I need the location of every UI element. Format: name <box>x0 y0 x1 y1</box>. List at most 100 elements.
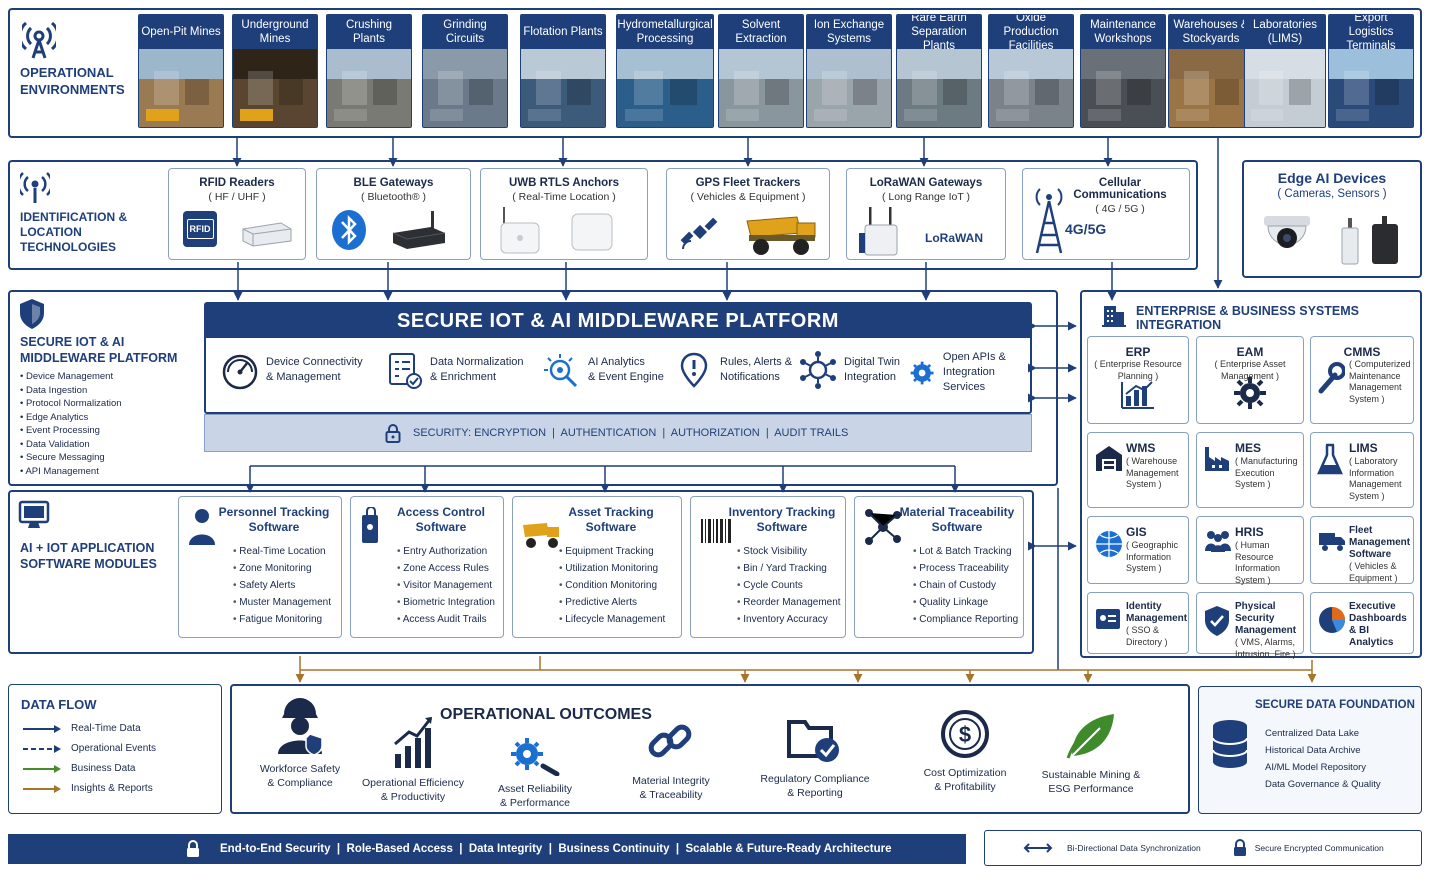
module-bullet: Cycle Counts <box>737 577 841 594</box>
enterprise-system-box: CMMS ( Computerized Maintenance Manageme… <box>1310 336 1414 424</box>
foundation-title: SECURE DATA FOUNDATION <box>1255 699 1415 711</box>
outcome-line1: Sustainable Mining & <box>1041 769 1141 781</box>
modules-title: AI + IOT APPLICATION SOFTWARE MODULES <box>20 541 157 571</box>
environment-tile: Export Logistics Terminals <box>1328 14 1414 128</box>
dome-camera-icon <box>1264 216 1310 248</box>
enterprise-system-box: Physical Security Management ( VMS, Alar… <box>1196 592 1304 659</box>
data-foundation-panel: SECURE DATA FOUNDATION Centralized Data … <box>1198 686 1422 814</box>
environment-photo <box>139 49 223 127</box>
outcome-item: Operational Efficiency & Productivity <box>358 714 468 804</box>
outcome-line1: Regulatory Compliance <box>760 773 870 785</box>
module-bullets: Real-Time LocationZone MonitoringSafety … <box>233 543 331 628</box>
enterprise-system-title: Fleet Management Software <box>1349 525 1411 560</box>
footer-legend: Bi-Directional Data Synchronization Secu… <box>984 830 1422 866</box>
feature-line1: Data Normalization <box>430 356 524 368</box>
module-bullets: Lot & Batch TrackingProcess Traceability… <box>913 543 1018 628</box>
middleware-side-bullets: Device Management Data Ingestion Protoco… <box>20 370 122 479</box>
ble-gateways-sub: ( Bluetooth® ) <box>361 191 426 203</box>
enterprise-system-box: GIS ( Geographic Information System ) <box>1087 516 1189 584</box>
data-flow-legend-item: Business Data <box>21 763 135 774</box>
alert-pin-icon <box>680 352 708 388</box>
module-bullet: Utilization Monitoring <box>559 560 665 577</box>
module-bullet: Predictive Alerts <box>559 594 665 611</box>
module-title: Asset Tracking Software <box>513 505 681 535</box>
enterprise-system-box: Fleet Management Software ( Vehicles & E… <box>1310 516 1414 584</box>
haul-truck-icon <box>746 216 816 255</box>
access-card-icon <box>362 506 378 543</box>
cellular-title: Cellular Communications <box>1073 177 1167 201</box>
environment-tile: Flotation Plants <box>520 14 606 128</box>
feature-ai-analytics: AI Analytics& Event Engine <box>542 350 664 390</box>
feature-line2: & Management <box>266 371 341 383</box>
flow-arrow-icon <box>23 764 61 773</box>
uwb-rtls-title: UWB RTLS Anchors <box>508 177 620 189</box>
cellular-tag: 4G/5G <box>1065 221 1107 237</box>
module-bullet: Condition Monitoring <box>559 577 665 594</box>
module-title: Personnel Tracking Software <box>179 505 341 535</box>
svg-text:$: $ <box>959 722 971 747</box>
module-bullet: Quality Linkage <box>913 594 1018 611</box>
rfid-readers-box: RFID Readers ( HF / UHF ) RFID <box>168 168 306 260</box>
feature-line1: Digital Twin <box>844 356 901 368</box>
edge-ai-title: Edge AI Devices <box>1277 170 1387 186</box>
feature-line1: Device Connectivity <box>266 356 363 368</box>
fleet-truck-icon <box>1319 533 1345 551</box>
module-bullet: Access Audit Trails <box>397 611 495 628</box>
module-bullet: Muster Management <box>233 594 331 611</box>
module-title-line2: Software <box>931 520 983 534</box>
flow-arrow-icon <box>23 724 61 733</box>
enterprise-system-desc: ( VMS, Alarms, Intrusion, Fire ) <box>1235 637 1296 659</box>
operational-environments-title: OPERATIONAL ENVIRONMENTS <box>20 65 125 97</box>
gps-trackers-box: GPS Fleet Trackers ( Vehicles & Equipmen… <box>666 168 830 260</box>
module-bullet: Zone Access Rules <box>397 560 495 577</box>
shield-icon <box>20 299 44 329</box>
growth-chart-icon <box>394 717 433 768</box>
people-group-icon <box>1205 531 1231 552</box>
cellular-sub: ( 4G / 5G ) <box>1095 203 1145 215</box>
module-title-line1: Material Traceability <box>899 505 1015 519</box>
environment-photo <box>1169 49 1253 127</box>
outcome-item: Sustainable Mining & ESG Performance <box>1036 708 1146 796</box>
building-icon <box>1102 306 1126 327</box>
environment-photo <box>897 49 981 127</box>
environment-label: Export Logistics Terminals <box>1329 15 1413 52</box>
enterprise-system-desc: ( Enterprise Asset Management ) <box>1214 359 1286 381</box>
rfid-readers-sub: ( HF / UHF ) <box>208 191 266 203</box>
enterprise-system-box: EAM ( Enterprise Asset Management ) <box>1196 336 1304 424</box>
dump-truck-icon <box>523 523 559 548</box>
environment-tile: Oxide Production Facilities <box>988 14 1074 128</box>
monitor-icon <box>18 500 50 528</box>
outcome-item: Asset Reliability & Performance <box>480 730 590 810</box>
environment-photo <box>719 49 803 127</box>
outcome-line2: & Compliance <box>267 777 333 789</box>
lorawan-sub: ( Long Range IoT ) <box>882 191 970 203</box>
enterprise-system-desc: ( Laboratory Information Management Syst… <box>1349 456 1402 501</box>
uwb-anchor-2-icon <box>571 213 613 251</box>
module-bullet: Compliance Reporting <box>913 611 1018 628</box>
id-card-icon <box>1096 609 1120 629</box>
molecule-network-icon <box>865 509 901 545</box>
environment-label: Warehouses & Stockyards <box>1169 15 1253 49</box>
module-bullet: Entry Authorization <box>397 543 495 560</box>
environment-tile: Hydrometallurgical Processing <box>616 14 714 128</box>
module-title-line2: Software <box>756 520 808 534</box>
environment-photo <box>1081 49 1165 127</box>
signal-icon <box>20 172 50 203</box>
module-bullets: Equipment TrackingUtilization Monitoring… <box>559 543 665 628</box>
outcomes-title: OPERATIONAL OUTCOMES <box>440 706 652 723</box>
environment-photo <box>521 49 605 127</box>
environment-label: Crushing Plants <box>327 15 411 49</box>
module-title: Inventory Tracking Software <box>691 505 845 535</box>
middleware-side-title: SECURE IOT & AI MIDDLEWARE PLATFORM <box>20 335 178 365</box>
environment-tile: Ion Exchange Systems <box>806 14 892 128</box>
outcome-line2: & Traceability <box>639 789 703 801</box>
middleware-bullet: API Management <box>20 465 122 479</box>
rfid-reader-device-icon <box>242 222 292 247</box>
environment-tile: Grinding Circuits <box>422 14 508 128</box>
module-title-line1: Inventory Tracking <box>728 505 836 519</box>
module-box: Inventory Tracking Software Stock Visibi… <box>690 496 846 638</box>
rfid-readers-title: RFID Readers <box>199 177 275 189</box>
rfid-tag-label: RFID <box>186 219 214 239</box>
module-title-line2: Software <box>585 520 637 534</box>
